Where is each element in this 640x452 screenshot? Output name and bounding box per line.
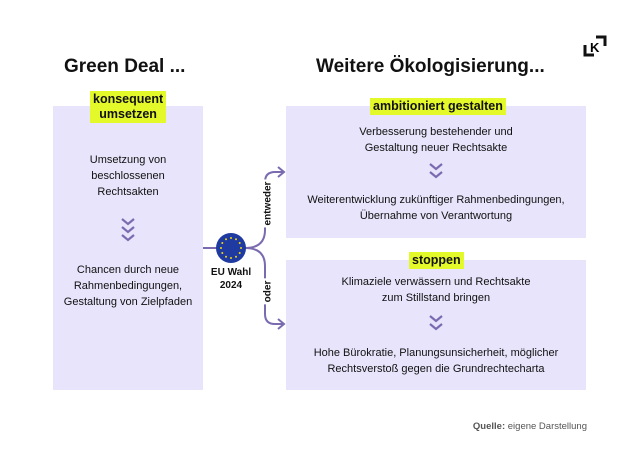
source-note: Quelle: eigene Darstellung [472,421,587,432]
branch-label-oder: oder [262,278,274,305]
bottom-text2: Hohe Bürokratie, Planungsunsicherheit, m… [313,347,559,375]
top-text2: Weiterentwicklung zukünftiger Rahmenbedi… [307,194,565,222]
chevron-down-icon [429,163,443,179]
badge-ambitioniert-gestalten: ambitioniert gestalten [370,98,506,115]
branch-label-entweder: entweder [262,179,274,228]
svg-text:K: K [590,40,600,55]
eu-flag-icon [216,233,246,263]
left-title: Green Deal ... [64,56,186,77]
logo: K [582,34,608,63]
chevron-down-icon [429,315,443,331]
right-title: Weitere Ökologisierung... [316,56,545,77]
badge-stoppen: stoppen [409,252,464,269]
chevron-down-icon [121,218,135,242]
